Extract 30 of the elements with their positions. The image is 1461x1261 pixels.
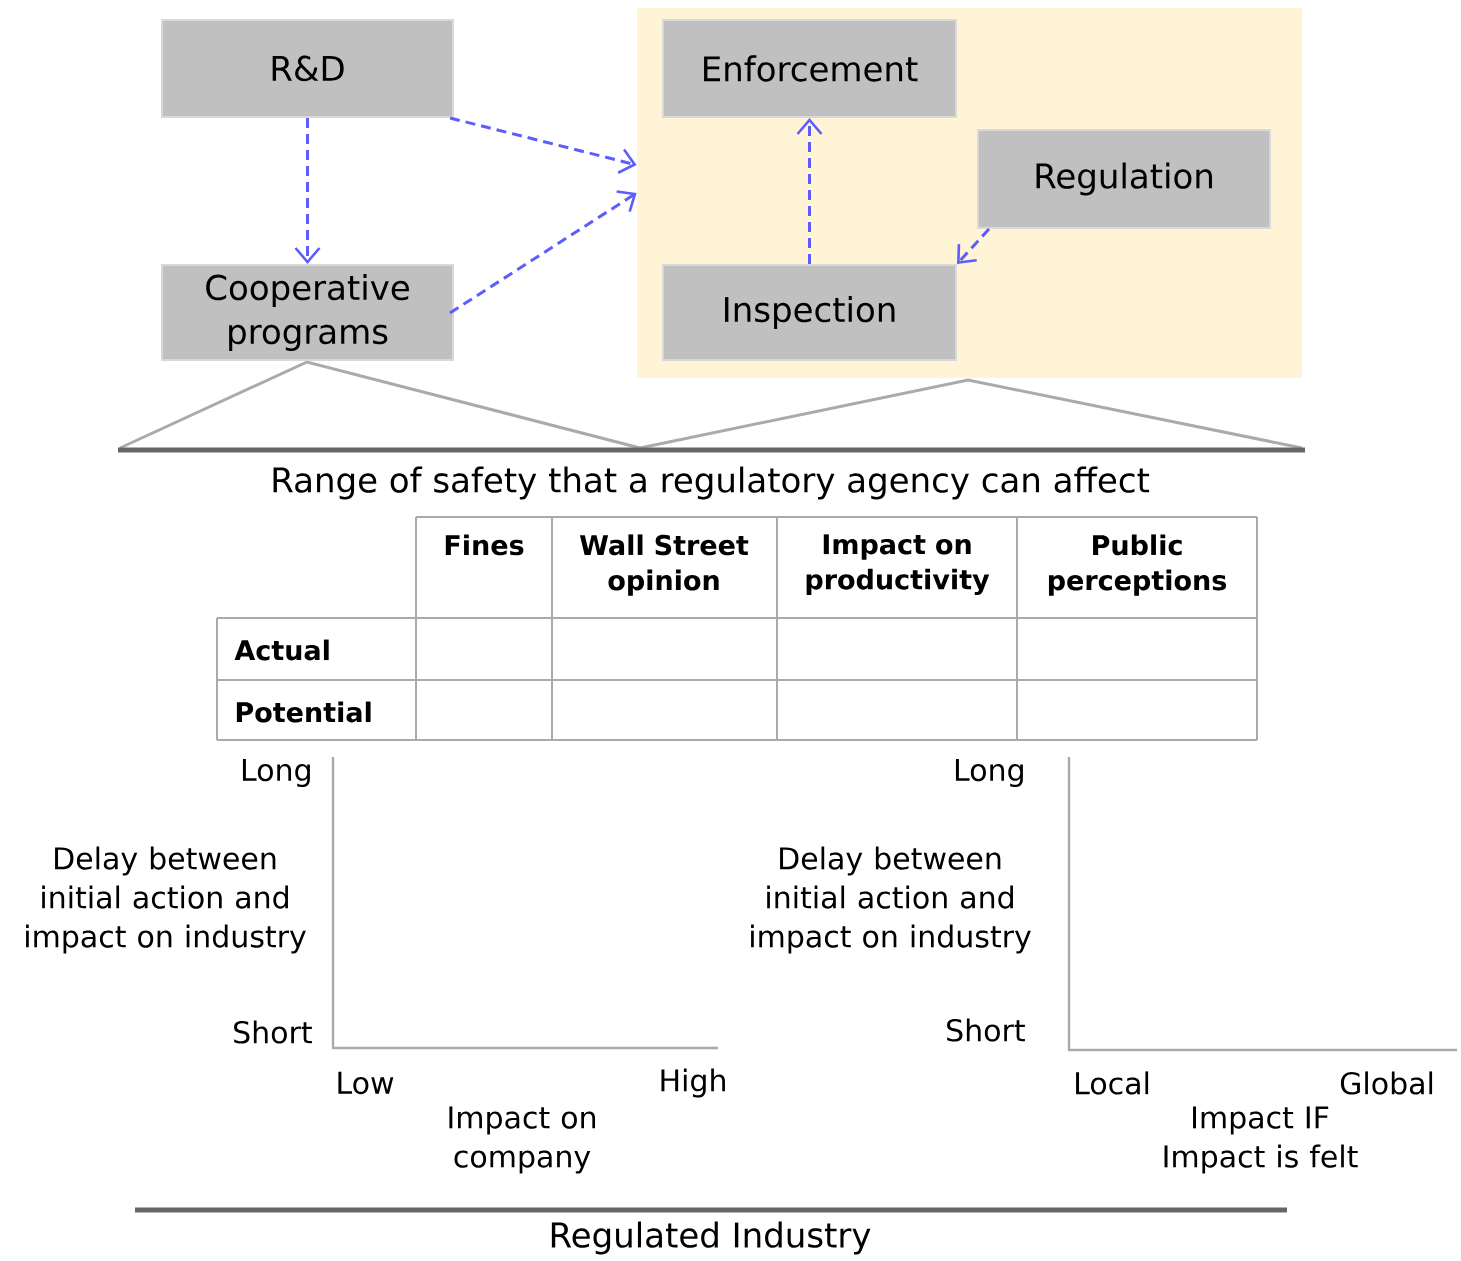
caption: Regulated Industry	[551, 1221, 871, 1255]
arrow	[957, 228, 991, 264]
column-header: Impact on productivity	[806, 534, 990, 596]
column-header: Wall Street opinion	[579, 534, 749, 596]
tick-label: Global	[1340, 1071, 1433, 1095]
arrow	[449, 116, 637, 174]
tick-label: Local	[1076, 1071, 1149, 1095]
axis-label: Delay between initial action and impact on industry	[751, 846, 1031, 954]
process-box: Inspection	[662, 264, 957, 361]
axis-label: Delay between initial action and impact on industry	[26, 846, 306, 954]
axis-label: Impact IF Impact is felt	[1164, 1106, 1358, 1174]
arrow	[796, 118, 823, 264]
process-box: R&D	[161, 19, 454, 118]
tick-label: Short	[947, 1018, 1025, 1042]
row-header: Potential	[236, 701, 371, 723]
axis-label: Impact on company	[449, 1106, 596, 1174]
arrow	[294, 118, 321, 264]
tick-label: Long	[242, 758, 310, 788]
arrow	[449, 190, 637, 315]
column-header: Fines	[445, 534, 524, 556]
row-header: Actual	[234, 639, 329, 661]
tick-label: Long	[955, 758, 1023, 788]
tick-label: Short	[234, 1020, 312, 1044]
tick-label: High	[661, 1068, 725, 1098]
process-box: Cooperative programs	[161, 264, 454, 361]
column-header: Public perceptions	[1048, 534, 1227, 596]
caption: Range of safety that a regulatory agency can affect	[273, 466, 1150, 500]
tick-label: Low	[338, 1071, 394, 1095]
process-box: Regulation	[977, 129, 1271, 229]
process-box: Enforcement	[662, 19, 957, 118]
